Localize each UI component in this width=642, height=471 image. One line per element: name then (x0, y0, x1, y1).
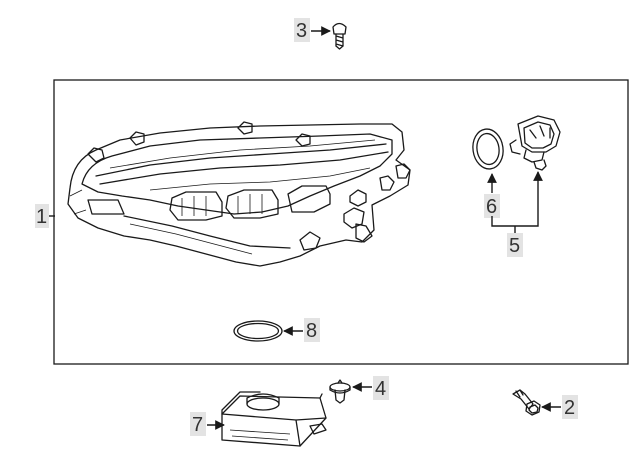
callout-5-label: 5 (509, 235, 520, 257)
callout-3: 3 (294, 18, 310, 42)
seal-ring-icon[interactable] (233, 320, 283, 342)
callout-5: 5 (507, 233, 523, 257)
assembly-frame (53, 79, 629, 365)
callout-2-label: 2 (564, 397, 575, 419)
callout-4-label: 4 (375, 378, 386, 400)
control-module-icon[interactable] (221, 391, 327, 447)
callout-2: 2 (562, 395, 578, 419)
socket-gasket-ring-icon[interactable] (470, 127, 505, 171)
callout-6: 6 (484, 194, 500, 218)
bulb-socket-icon[interactable] (509, 115, 561, 171)
callout-6-label: 6 (486, 196, 497, 218)
callout-7: 7 (190, 412, 206, 436)
push-clip-icon[interactable] (329, 379, 351, 404)
callout-7-label: 7 (192, 414, 203, 436)
callout-8: 8 (304, 318, 320, 342)
callout-8-label: 8 (306, 320, 317, 342)
mounting-screw-icon[interactable] (332, 22, 347, 50)
headlamp-assembly-icon[interactable] (67, 121, 411, 267)
callout-1-label: 1 (36, 206, 47, 228)
callout-1: 1 (35, 204, 49, 228)
callout-3-label: 3 (296, 20, 307, 42)
callout-4: 4 (373, 376, 389, 400)
flange-bolt-icon[interactable] (512, 389, 541, 416)
